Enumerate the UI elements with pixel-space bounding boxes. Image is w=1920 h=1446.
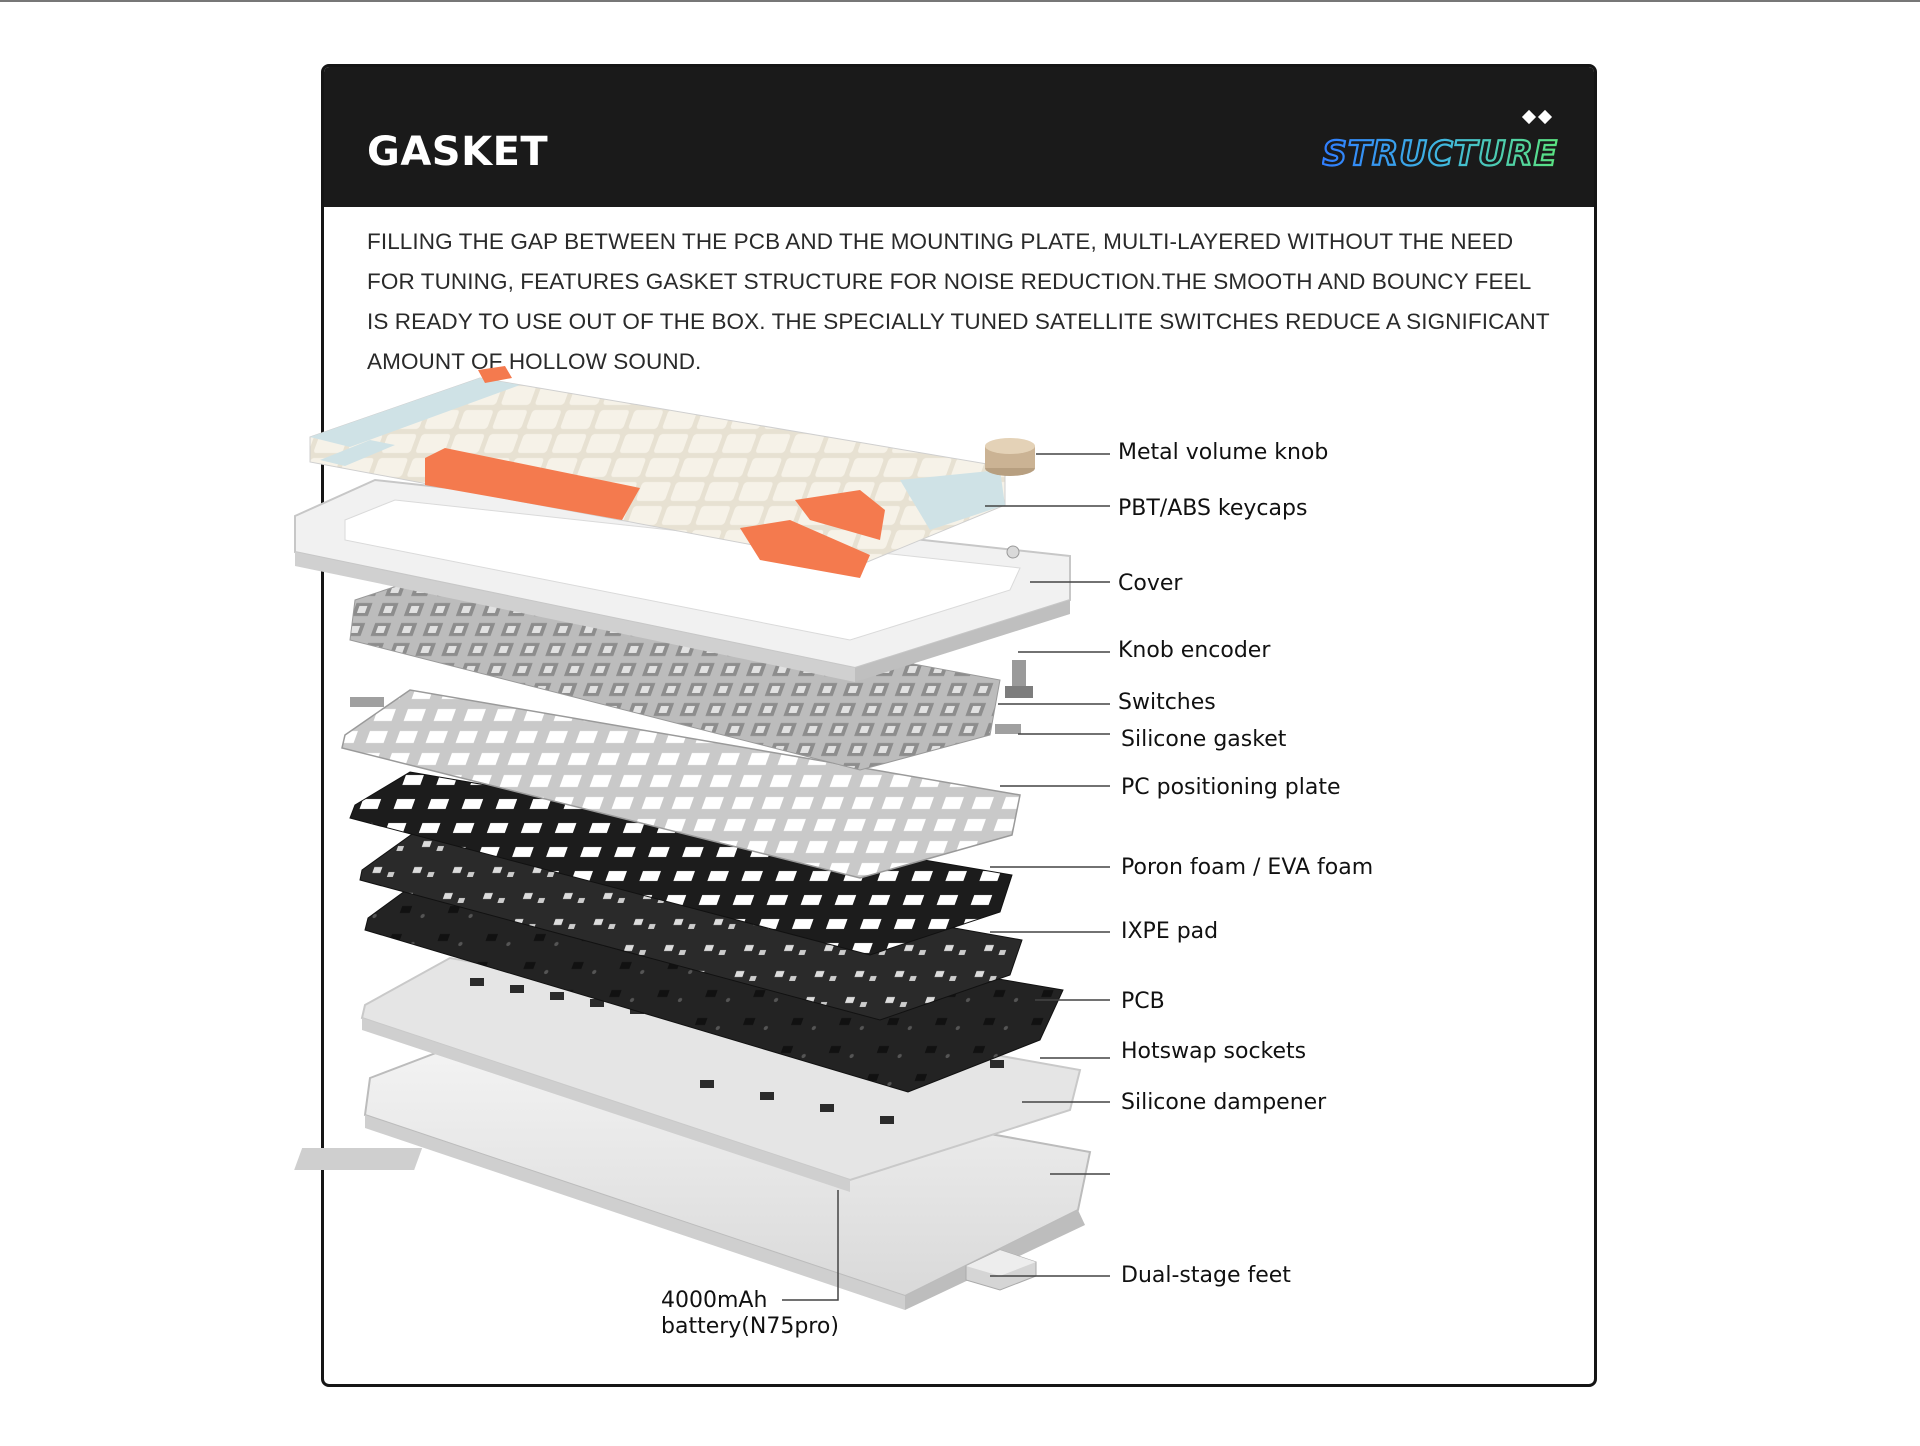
description-text: FILLING THE GAP BETWEEN THE PCB AND THE … — [367, 229, 1550, 374]
silicone-gasket-piece — [350, 697, 384, 707]
metal-volume-knob — [985, 438, 1035, 476]
spacebar-key — [425, 448, 640, 520]
pc-positioning-plate — [341, 689, 1021, 879]
silicone-gasket-piece — [995, 724, 1021, 734]
label-pcb: PCB — [1121, 989, 1165, 1014]
label-metal-volume-knob: Metal volume knob — [1118, 440, 1329, 465]
foam-layer — [349, 771, 1013, 956]
label-silicone-dampener: Silicone dampener — [1121, 1090, 1327, 1115]
label-pbt-abs-keycaps: PBT/ABS keycaps — [1118, 496, 1308, 521]
label-switches: Switches — [1118, 690, 1216, 715]
enter-key — [795, 490, 885, 540]
label-battery-line2: battery(N75pro) — [661, 1314, 839, 1339]
silicone-dampener — [360, 956, 1082, 1192]
label-poron-eva-foam: Poron foam / EVA foam — [1121, 855, 1374, 880]
label-knob-encoder: Knob encoder — [1118, 638, 1271, 663]
label-ixpe-pad: IXPE pad — [1121, 919, 1219, 944]
brand-word-text: STRUCTURE — [1322, 134, 1558, 174]
dual-stage-feet — [965, 1249, 1037, 1291]
label-dual-stage-feet: Dual-stage feet — [1121, 1263, 1291, 1288]
structure-wordmark: STRUCTURE — [1322, 133, 1558, 175]
card-title: GASKET — [367, 129, 549, 175]
leader-lines — [985, 453, 1110, 1277]
label-pc-positioning-plate: PC positioning plate — [1121, 775, 1341, 800]
top-divider — [0, 0, 1920, 2]
label-battery-line1: 4000mAh — [661, 1288, 768, 1313]
card-header: GASKET STRUCTURE — [324, 67, 1594, 207]
knob-encoder — [1005, 660, 1033, 698]
keycaps-set — [309, 366, 1006, 578]
cover-frame — [294, 478, 1071, 682]
battery-leader-line — [782, 1190, 839, 1301]
label-silicone-gasket: Silicone gasket — [1121, 727, 1287, 752]
arrow-keys — [740, 520, 870, 578]
label-hotswap-sockets: Hotswap sockets — [1121, 1039, 1307, 1064]
esc-key — [478, 366, 512, 383]
label-cover: Cover — [1118, 571, 1183, 596]
